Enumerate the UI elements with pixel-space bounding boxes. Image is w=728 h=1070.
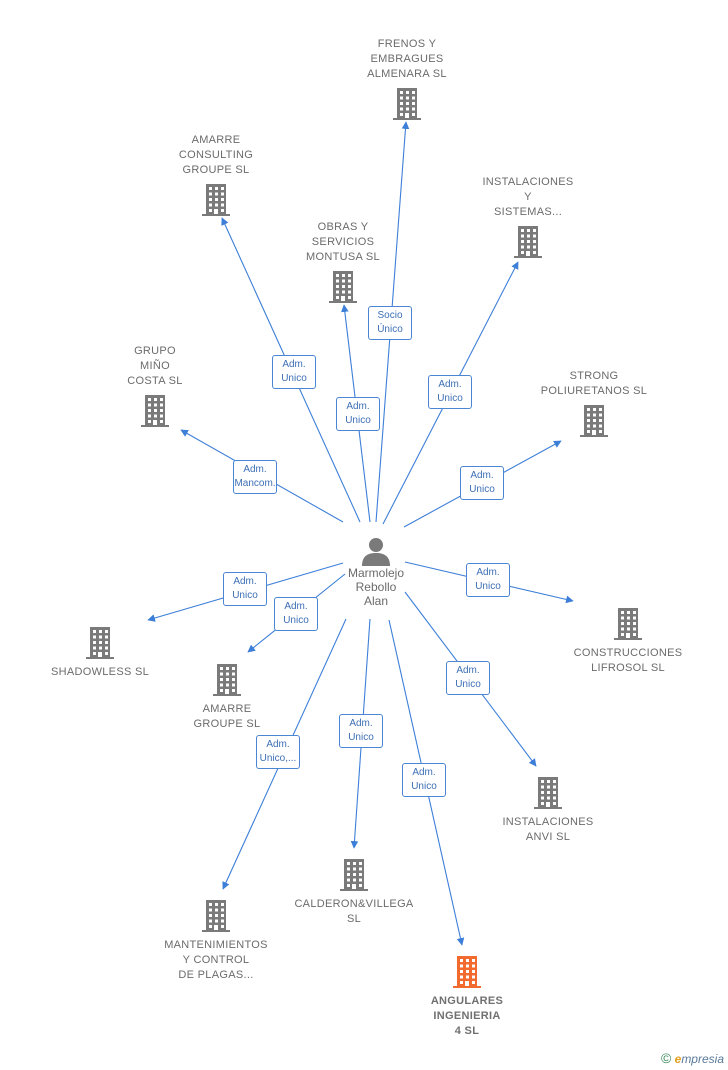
building-icon <box>340 859 368 891</box>
company-name: GRUPO MIÑO COSTA SL <box>127 345 183 387</box>
company-node-obras[interactable]: OBRAS Y SERVICIOS MONTUSA SL <box>273 220 413 303</box>
building-icon <box>141 395 169 427</box>
person-icon <box>362 538 390 566</box>
building-icon <box>614 608 642 640</box>
company-node-amarre-groupe[interactable]: AMARRE GROUPE SL <box>157 662 297 732</box>
building-icon <box>329 271 357 303</box>
company-node-shadowless[interactable]: SHADOWLESS SL <box>30 625 170 680</box>
edge-label-angulares[interactable]: Adm. Unico <box>402 763 446 797</box>
building-icon <box>393 88 421 120</box>
company-node-instalaciones-sistemas[interactable]: INSTALACIONES Y SISTEMAS... <box>458 175 598 258</box>
edge-label-amarre-groupe[interactable]: Adm. Unico <box>274 597 318 631</box>
company-name: INSTALACIONES ANVI SL <box>502 816 594 843</box>
edge-label-frenos[interactable]: Socio Único <box>368 306 412 340</box>
edge-label-mantenimientos[interactable]: Adm. Unico,... <box>256 735 300 769</box>
company-name: OBRAS Y SERVICIOS MONTUSA SL <box>306 221 380 263</box>
brand-initial: e <box>674 1052 682 1066</box>
edge-label-calderon[interactable]: Adm. Unico <box>339 714 383 748</box>
edge-label-instalaciones-anvi[interactable]: Adm. Unico <box>446 661 490 695</box>
company-name: ANGULARES INGENIERIA 4 SL <box>430 995 504 1037</box>
edge-label-instalaciones-sistemas[interactable]: Adm. Unico <box>428 375 472 409</box>
building-icon <box>514 226 542 258</box>
company-name: INSTALACIONES Y SISTEMAS... <box>482 176 574 218</box>
copyright-symbol: © <box>660 1050 672 1066</box>
company-name: FRENOS Y EMBRAGUES ALMENARA SL <box>367 38 447 80</box>
company-name: CALDERON&VILLEGA SL <box>294 898 414 925</box>
building-icon <box>213 664 241 696</box>
company-node-strong[interactable]: STRONG POLIURETANOS SL <box>524 369 664 437</box>
person-name: Marmolejo Rebollo Alan <box>347 566 404 608</box>
company-node-calderon[interactable]: CALDERON&VILLEGA SL <box>284 857 424 927</box>
company-name: AMARRE CONSULTING GROUPE SL <box>178 134 254 176</box>
company-name: MANTENIMIENTOS Y CONTROL DE PLAGAS... <box>164 939 268 981</box>
company-node-amarre-consulting[interactable]: AMARRE CONSULTING GROUPE SL <box>146 133 286 216</box>
building-icon <box>86 627 114 659</box>
building-icon <box>453 956 481 988</box>
company-node-mantenimientos[interactable]: MANTENIMIENTOS Y CONTROL DE PLAGAS... <box>146 898 286 983</box>
company-name: STRONG POLIURETANOS SL <box>540 370 648 397</box>
person-node[interactable]: Marmolejo Rebollo Alan <box>326 536 426 608</box>
company-name: SHADOWLESS SL <box>50 666 150 678</box>
brand-logo: © empresia <box>661 1050 724 1066</box>
company-name: CONSTRUCCIONES LIFROSOL SL <box>573 647 683 674</box>
building-icon <box>202 184 230 216</box>
edge-label-grupo-mino[interactable]: Adm. Mancom. <box>233 460 277 494</box>
edge-label-strong[interactable]: Adm. Unico <box>460 466 504 500</box>
company-node-angulares[interactable]: ANGULARES INGENIERIA 4 SL <box>397 954 537 1039</box>
edge-label-obras[interactable]: Adm. Unico <box>336 397 380 431</box>
company-node-construcciones[interactable]: CONSTRUCCIONES LIFROSOL SL <box>558 606 698 676</box>
building-icon <box>580 405 608 437</box>
edge-label-amarre-consulting[interactable]: Adm. Unico <box>272 355 316 389</box>
building-icon <box>202 900 230 932</box>
company-node-frenos[interactable]: FRENOS Y EMBRAGUES ALMENARA SL <box>337 37 477 120</box>
company-node-instalaciones-anvi[interactable]: INSTALACIONES ANVI SL <box>478 775 618 845</box>
building-icon <box>534 777 562 809</box>
company-name: AMARRE GROUPE SL <box>193 703 261 730</box>
edge-label-construcciones[interactable]: Adm. Unico <box>466 563 510 597</box>
company-node-grupo-mino[interactable]: GRUPO MIÑO COSTA SL <box>85 344 225 427</box>
brand-name: mpresia <box>681 1052 724 1066</box>
edge-label-shadowless[interactable]: Adm. Unico <box>223 572 267 606</box>
